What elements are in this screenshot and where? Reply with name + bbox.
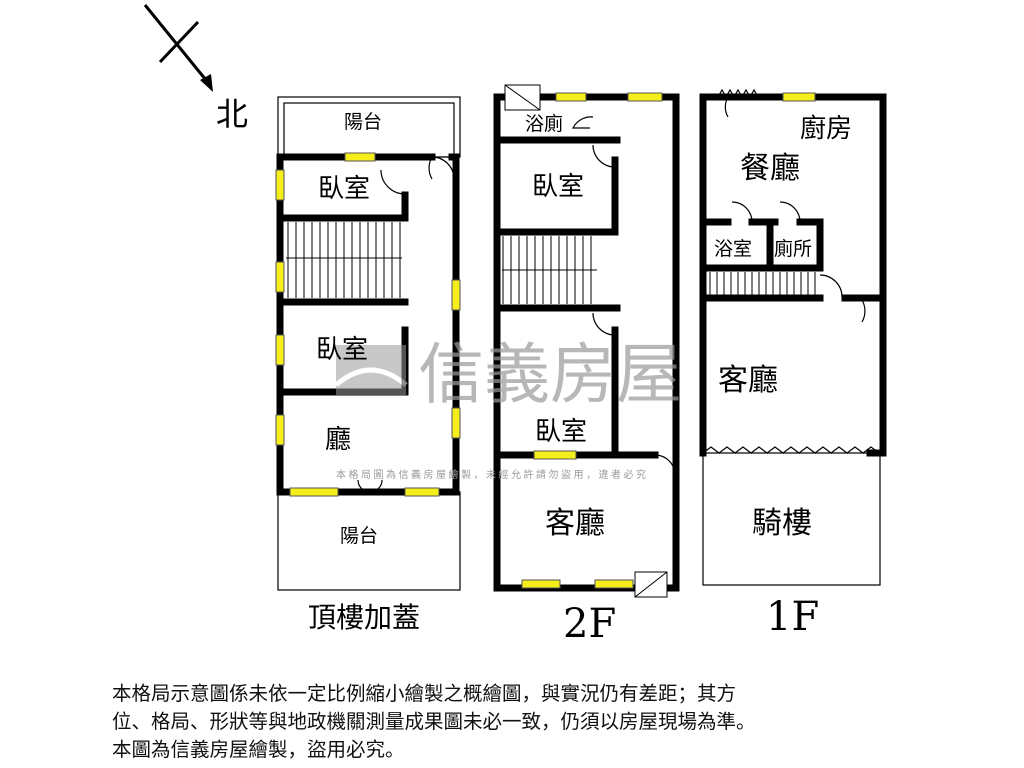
- room-label: 廳: [325, 425, 351, 455]
- room-label: 廚房: [800, 114, 852, 144]
- room-label: 騎樓: [752, 506, 812, 541]
- stairs: [709, 272, 816, 296]
- room-label: 浴廁: [525, 112, 563, 135]
- room-label: 餐廳: [740, 151, 800, 186]
- room-label: 陽台: [344, 111, 382, 133]
- disclaimer-line: 位、格局、形狀等與地政機關測量成果圖未必一致，仍須以房屋現場為準。: [112, 710, 756, 733]
- north-arrow-icon: [143, 4, 213, 92]
- floor-plan-1f: [699, 88, 887, 586]
- room-label: 廁所: [774, 237, 812, 260]
- watermark-notice: 本格局圖為信義房屋繪製，未經允許請勿盜用，違者必究: [336, 468, 649, 481]
- floor-label-2f: 2F: [563, 601, 616, 647]
- room-label: 浴室: [714, 238, 752, 260]
- room-label: 陽台: [340, 525, 378, 547]
- disclaimer-line: 本圖為信義房屋繪製，盜用必究。: [112, 738, 405, 761]
- stairs: [502, 236, 597, 304]
- disclaimer-line: 本格局示意圖係未依一定比例縮小繪製之概繪圖，與實況仍有差距；其方: [112, 682, 737, 705]
- floor-label-1f: 1F: [766, 594, 819, 640]
- room-label: 客廳: [718, 363, 778, 398]
- north-label: 北: [216, 95, 248, 133]
- stairs: [287, 222, 401, 298]
- room-label: 臥室: [532, 172, 584, 202]
- room-label: 臥室: [535, 417, 587, 447]
- room-label: 臥室: [318, 174, 370, 204]
- floor-plan-2f: [493, 84, 680, 598]
- watermark-logo: [334, 345, 408, 395]
- room-label: 臥室: [316, 335, 368, 365]
- room-label: 客廳: [545, 506, 605, 541]
- watermark-brand: 信義房屋: [418, 336, 682, 413]
- floor-label-roof: 頂樓加蓋: [308, 601, 420, 634]
